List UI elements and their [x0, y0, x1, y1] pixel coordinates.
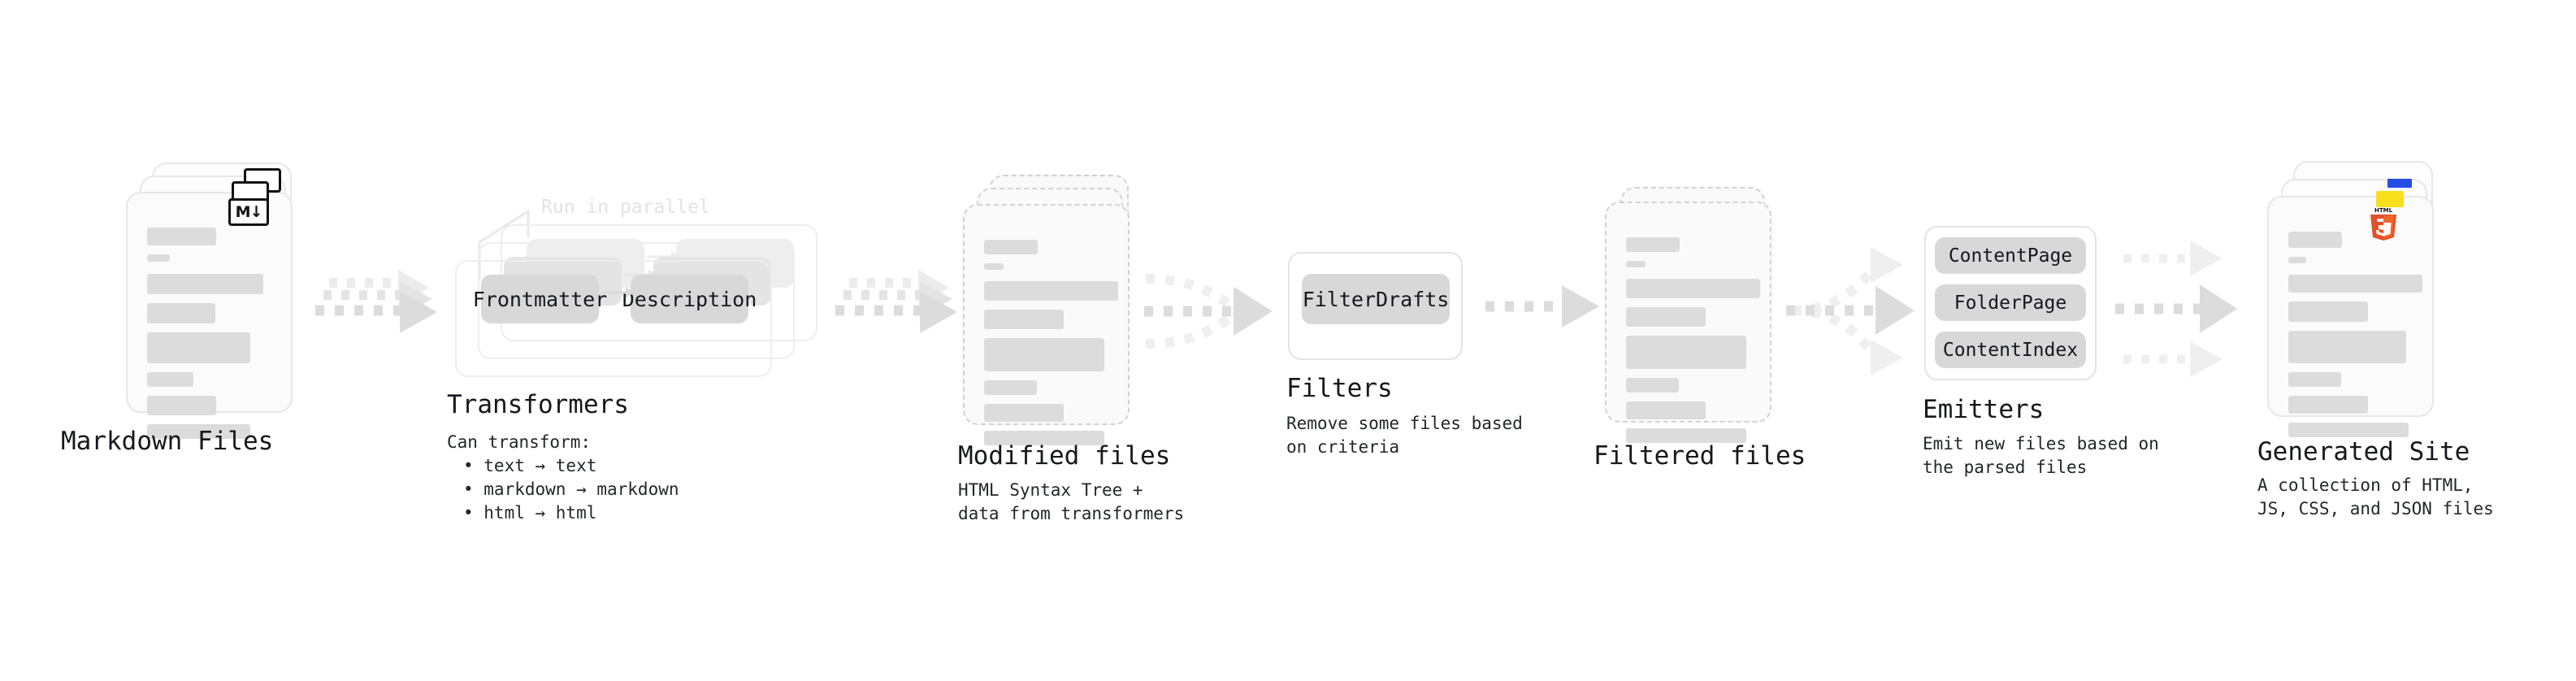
filters-subtitle-1: Remove some files based	[1286, 414, 1523, 433]
css-badge	[2387, 179, 2412, 188]
filters-pill-filterdrafts[interactable]: FilterDrafts	[1302, 274, 1450, 324]
arrow-transformers-to-modified	[835, 270, 957, 333]
markdown-icon: M↓	[228, 198, 269, 226]
site-file-front	[2267, 196, 2434, 437]
stage-label-modified-files: Modified files	[958, 441, 1171, 471]
stage-label-markdown-files: Markdown Files	[61, 427, 274, 456]
filtered-file-front	[1605, 202, 1772, 443]
transformers-bullet-1: • text → text	[463, 456, 597, 475]
modified-files-subtitle-2: data from transformers	[958, 504, 1185, 523]
emitters-pill-contentpage[interactable]: ContentPage	[1935, 237, 2086, 274]
generated-site-subtitle-1: A collection of HTML,	[2257, 475, 2474, 495]
transformers-bullet-2: • markdown → markdown	[463, 479, 679, 499]
stage-generated-site: HTML Generated Site A collection of HTML…	[2257, 161, 2494, 518]
arrow-modified-to-filters-merge	[1144, 274, 1273, 349]
stage-label-filtered-files: Filtered files	[1594, 441, 1806, 471]
transformer-card-back-1	[478, 242, 795, 359]
arrow-markdown-to-transformers	[315, 270, 437, 333]
emitters-pill-contentindex[interactable]: ContentIndex	[1935, 332, 2086, 368]
stage-markdown-files: M↓ Markdown Files	[61, 163, 301, 456]
arrow-filtered-to-emitters-split	[1786, 247, 1915, 375]
stage-label-transformers: Transformers	[447, 390, 629, 419]
filters-subtitle-2: on criteria	[1286, 437, 1400, 457]
emitters-subtitle-2: the parsed files	[1923, 458, 2088, 477]
stage-filtered-files: Filtered files	[1594, 187, 1806, 471]
modified-files-subtitle-1: HTML Syntax Tree +	[958, 480, 1143, 500]
html5-badge: HTML	[2368, 205, 2399, 241]
stage-label-emitters: Emitters	[1923, 395, 2045, 424]
transformer-pill-description[interactable]: Description	[622, 275, 757, 323]
modified-file-front	[963, 204, 1130, 445]
stage-label-generated-site: Generated Site	[2257, 437, 2470, 466]
arrow-emitters-to-site	[2115, 241, 2237, 377]
markdown-file-front	[126, 192, 293, 439]
emitters-pill-folderpage[interactable]: FolderPage	[1935, 284, 2086, 321]
svg-text:HTML: HTML	[2374, 207, 2393, 214]
transformers-subtitle: Can transform:	[447, 432, 592, 452]
run-in-parallel-label: Run in parallel	[541, 197, 710, 218]
js-badge	[2376, 191, 2404, 207]
stage-modified-files: Modified files HTML Syntax Tree + data f…	[958, 175, 1184, 523]
transformer-pill-frontmatter[interactable]: Frontmatter	[473, 275, 607, 323]
transformers-bullet-3: • html → html	[463, 503, 597, 523]
arrow-filters-to-filtered	[1485, 285, 1599, 327]
generated-site-subtitle-2: JS, CSS, and JSON files	[2257, 499, 2494, 518]
emitters-subtitle-1: Emit new files based on	[1923, 434, 2159, 453]
stage-label-filters: Filters	[1286, 374, 1393, 403]
transformer-card-front	[455, 260, 772, 377]
